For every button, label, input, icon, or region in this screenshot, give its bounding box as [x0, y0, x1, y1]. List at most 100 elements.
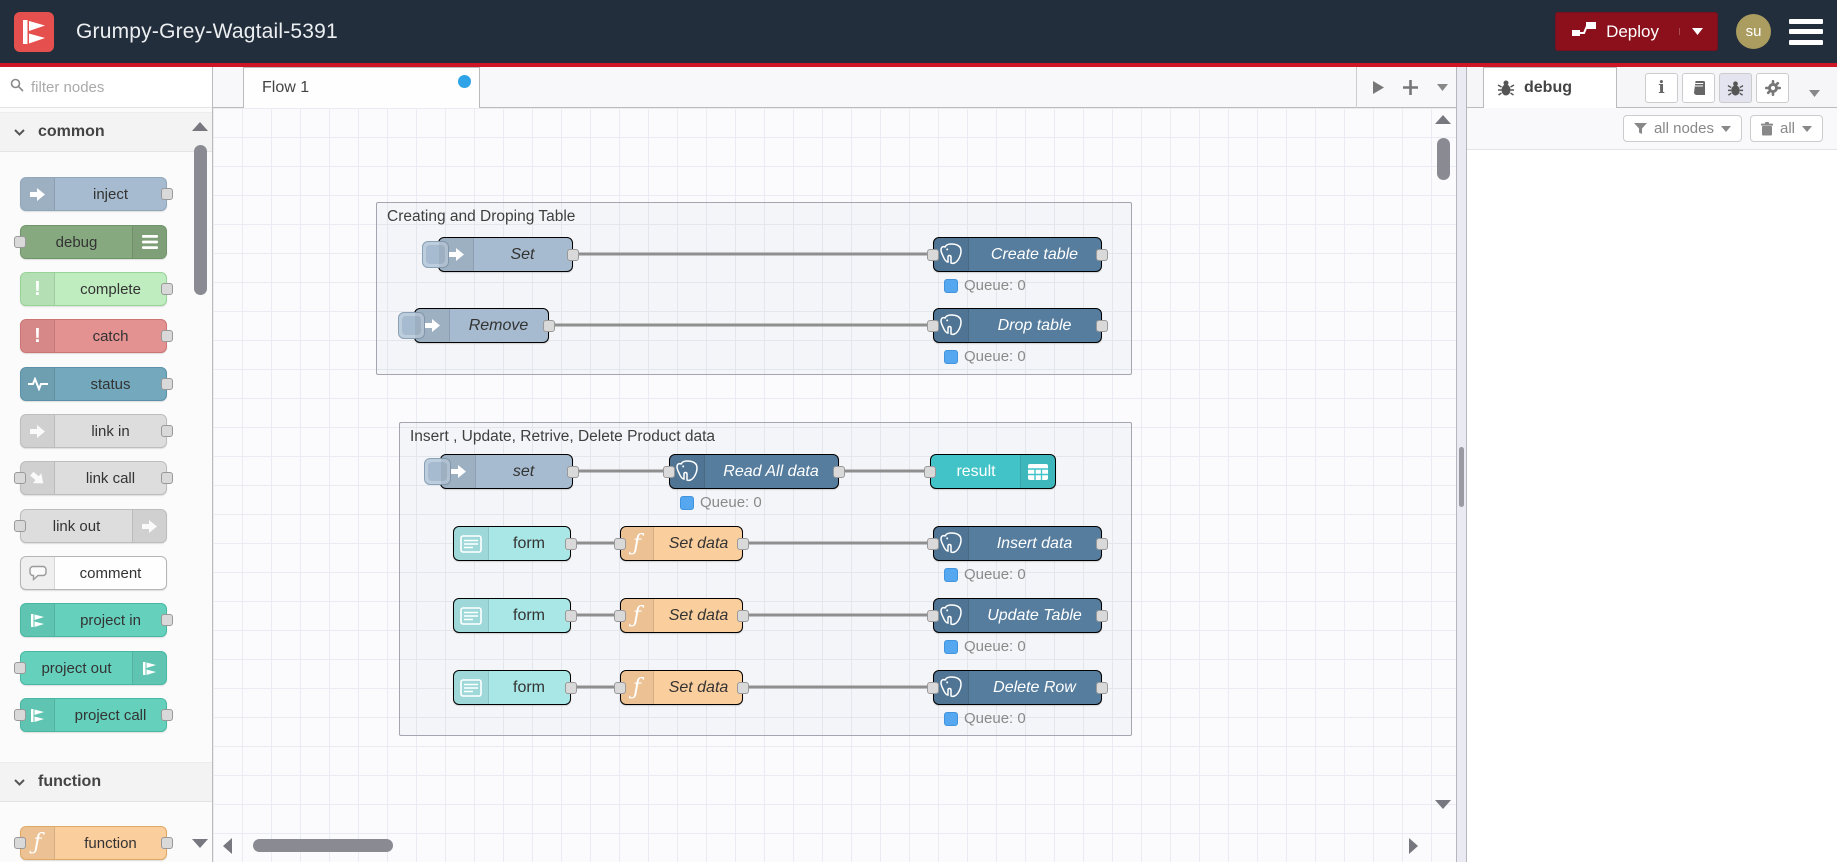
resize-grip[interactable] [1459, 447, 1464, 507]
node-port[interactable] [543, 319, 555, 332]
node-port[interactable] [161, 614, 173, 626]
canvas-scroll-right[interactable] [1409, 838, 1418, 854]
node-port[interactable] [1096, 319, 1108, 332]
inject-trigger-button[interactable] [424, 458, 451, 485]
node-port[interactable] [161, 283, 173, 295]
node-port[interactable] [565, 681, 577, 694]
node-port[interactable] [567, 248, 579, 261]
node-inject-remove[interactable]: Remove [398, 308, 555, 343]
node-port[interactable] [927, 609, 939, 622]
palette-node-project-call[interactable]: project call [14, 698, 173, 732]
node-postgres-drop-table[interactable]: Drop table [927, 308, 1108, 343]
node-port[interactable] [14, 472, 26, 484]
canvas-scroll-up[interactable] [1435, 115, 1451, 124]
palette-node-function[interactable]: ƒ function [14, 826, 173, 860]
flow-list-chevron[interactable] [1427, 67, 1457, 108]
node-port[interactable] [14, 236, 26, 248]
sidebar-info-button[interactable]: i [1645, 73, 1678, 103]
node-postgres-insert-data[interactable]: Insert data [927, 526, 1108, 561]
node-port[interactable] [927, 248, 939, 261]
palette-node-inject[interactable]: inject [20, 177, 173, 211]
node-port[interactable] [927, 681, 939, 694]
canvas-scroll-left[interactable] [223, 838, 232, 854]
tab-flow-1[interactable]: Flow 1 [243, 67, 480, 108]
node-port[interactable] [924, 465, 936, 478]
main-menu-button[interactable] [1789, 18, 1823, 45]
node-ui-form[interactable]: form [453, 670, 577, 705]
palette-node-project-out[interactable]: project out [14, 651, 167, 685]
sidebar-resize-gutter[interactable] [1456, 67, 1467, 862]
deploy-options-chevron-icon[interactable] [1679, 28, 1703, 35]
node-function-set-data[interactable]: ƒ Set data [614, 598, 749, 633]
node-port[interactable] [737, 609, 749, 622]
sidebar-help-button[interactable] [1682, 73, 1715, 103]
palette-node-complete[interactable]: ! complete [20, 272, 173, 306]
node-port[interactable] [1096, 609, 1108, 622]
flow-group[interactable]: Creating and Droping Table [376, 202, 1132, 375]
deploy-button[interactable]: Deploy [1555, 12, 1718, 51]
palette-node-debug[interactable]: debug [14, 225, 167, 259]
palette-node-catch[interactable]: ! catch [20, 319, 173, 353]
node-postgres-read-all-data[interactable]: Read All data [663, 454, 845, 489]
node-inject-set[interactable]: Set [422, 237, 579, 272]
canvas-vscrollbar-thumb[interactable] [1437, 138, 1450, 180]
palette-node-link-call[interactable]: link call [14, 461, 173, 495]
sidebar-debug-button[interactable] [1719, 73, 1752, 103]
node-port[interactable] [161, 425, 173, 437]
palette-node-comment[interactable]: comment [20, 556, 167, 590]
canvas-hscrollbar-thumb[interactable] [253, 839, 393, 852]
palette-scroll-up[interactable] [192, 122, 208, 131]
node-port[interactable] [663, 465, 675, 478]
palette-category-common[interactable]: common [0, 112, 212, 152]
node-postgres-create-table[interactable]: Create table [927, 237, 1108, 272]
node-port[interactable] [567, 465, 579, 478]
debug-filter-button[interactable]: all nodes [1622, 115, 1742, 142]
canvas-scroll-down[interactable] [1435, 800, 1451, 809]
node-function-set-data[interactable]: ƒ Set data [614, 526, 749, 561]
node-port[interactable] [927, 319, 939, 332]
node-port[interactable] [737, 537, 749, 550]
node-ui-table-result[interactable]: result [924, 454, 1056, 489]
node-port[interactable] [1096, 537, 1108, 550]
palette-category-function[interactable]: function [0, 762, 212, 802]
node-port[interactable] [565, 537, 577, 550]
node-postgres-update-table[interactable]: Update Table [927, 598, 1108, 633]
node-ui-form[interactable]: form [453, 598, 577, 633]
node-port[interactable] [14, 662, 26, 674]
inject-trigger-button[interactable] [422, 241, 449, 268]
node-port[interactable] [161, 188, 173, 200]
node-port[interactable] [614, 537, 626, 550]
node-port[interactable] [161, 837, 173, 849]
node-port[interactable] [927, 537, 939, 550]
node-port[interactable] [833, 465, 845, 478]
add-flow-button[interactable] [1395, 67, 1425, 108]
node-port[interactable] [14, 520, 26, 532]
palette-node-link-out[interactable]: link out [14, 509, 167, 543]
tab-scroll-right-button[interactable] [1363, 67, 1393, 108]
palette-node-project-in[interactable]: project in [20, 603, 173, 637]
node-port[interactable] [614, 681, 626, 694]
sidebar-config-button[interactable] [1756, 73, 1789, 103]
node-port[interactable] [614, 609, 626, 622]
node-port[interactable] [14, 709, 26, 721]
node-port[interactable] [565, 609, 577, 622]
palette-scrollbar-thumb[interactable] [194, 145, 207, 295]
palette-node-status[interactable]: status [20, 367, 173, 401]
palette-filter-input[interactable] [31, 78, 230, 96]
flow-canvas[interactable]: Creating and Droping Table Insert , Upda… [213, 108, 1456, 862]
node-postgres-delete-row[interactable]: Delete Row [927, 670, 1108, 705]
debug-clear-button[interactable]: all [1749, 115, 1823, 142]
node-function-set-data[interactable]: ƒ Set data [614, 670, 749, 705]
node-port[interactable] [161, 330, 173, 342]
node-port[interactable] [161, 472, 173, 484]
node-port[interactable] [161, 378, 173, 390]
sidebar-options-chevron[interactable] [1809, 84, 1820, 102]
user-avatar[interactable]: su [1736, 14, 1771, 49]
palette-scroll-down[interactable] [192, 839, 208, 848]
node-port[interactable] [1096, 248, 1108, 261]
node-port[interactable] [737, 681, 749, 694]
tab-debug[interactable]: debug [1483, 67, 1617, 108]
node-ui-form[interactable]: form [453, 526, 577, 561]
node-port[interactable] [161, 709, 173, 721]
palette-node-link-in[interactable]: link in [20, 414, 173, 448]
